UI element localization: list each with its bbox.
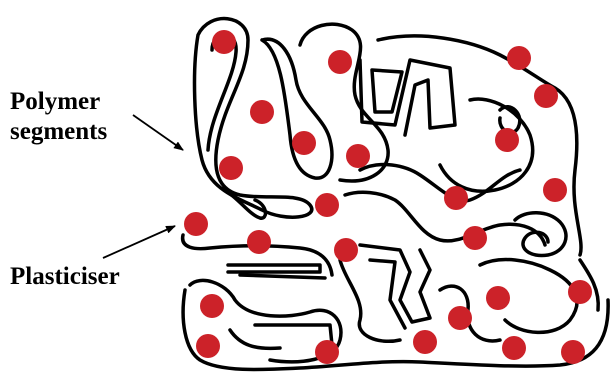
- plasticiser-dot: [184, 212, 208, 236]
- plasticiser-dot: [250, 100, 274, 124]
- plasticiser-dot: [334, 238, 358, 262]
- chain-bottom-long-2: [183, 290, 608, 370]
- plasticiser-dot: [507, 46, 531, 70]
- plasticiser-dot: [463, 226, 487, 250]
- plasticiser-dot: [448, 306, 472, 330]
- plasticiser-dot: [534, 84, 558, 108]
- plasticiser-dot: [219, 156, 243, 180]
- polymer-segments-label: Polymer segments: [10, 87, 107, 147]
- plasticiser-dot: [495, 128, 519, 152]
- plasticiser-pointer-arrow-icon: [103, 226, 175, 258]
- chain-upper-box-inner: [372, 70, 402, 112]
- plasticiser-dot: [486, 286, 510, 310]
- plasticiser-dot: [568, 280, 592, 304]
- plasticiser-dot: [292, 131, 316, 155]
- plasticiser-dot: [543, 178, 567, 202]
- plasticiser-dot: [315, 340, 339, 364]
- plasticiser-dot: [328, 50, 352, 74]
- plasticiser-dot: [413, 330, 437, 354]
- chain-hairpin-bottom-2: [240, 275, 325, 278]
- annotation-pointers: [103, 115, 183, 258]
- plasticiser-label: Plasticiser: [10, 262, 120, 292]
- chain-right-curl-big: [515, 213, 566, 256]
- plasticiser-dot: [346, 144, 370, 168]
- plasticiser-dot: [561, 340, 585, 364]
- polymer-label-line2: segments: [10, 117, 107, 147]
- polymer-pointer-arrow-icon: [133, 115, 183, 150]
- plasticiser-dot: [444, 186, 468, 210]
- plasticiser-dot: [212, 30, 236, 54]
- polymer-label-line1: Polymer: [10, 87, 107, 117]
- plasticiser-dot: [196, 334, 220, 358]
- plasticiser-dot: [315, 193, 339, 217]
- plasticiser-dot: [247, 230, 271, 254]
- chain-bottom-zigzag-inner: [370, 260, 405, 328]
- chain-hairpin-bottom-1: [228, 265, 320, 272]
- plasticiser-dot: [502, 336, 526, 360]
- chain-bottom-inner-2: [230, 330, 280, 348]
- plasticiser-dot: [200, 294, 224, 318]
